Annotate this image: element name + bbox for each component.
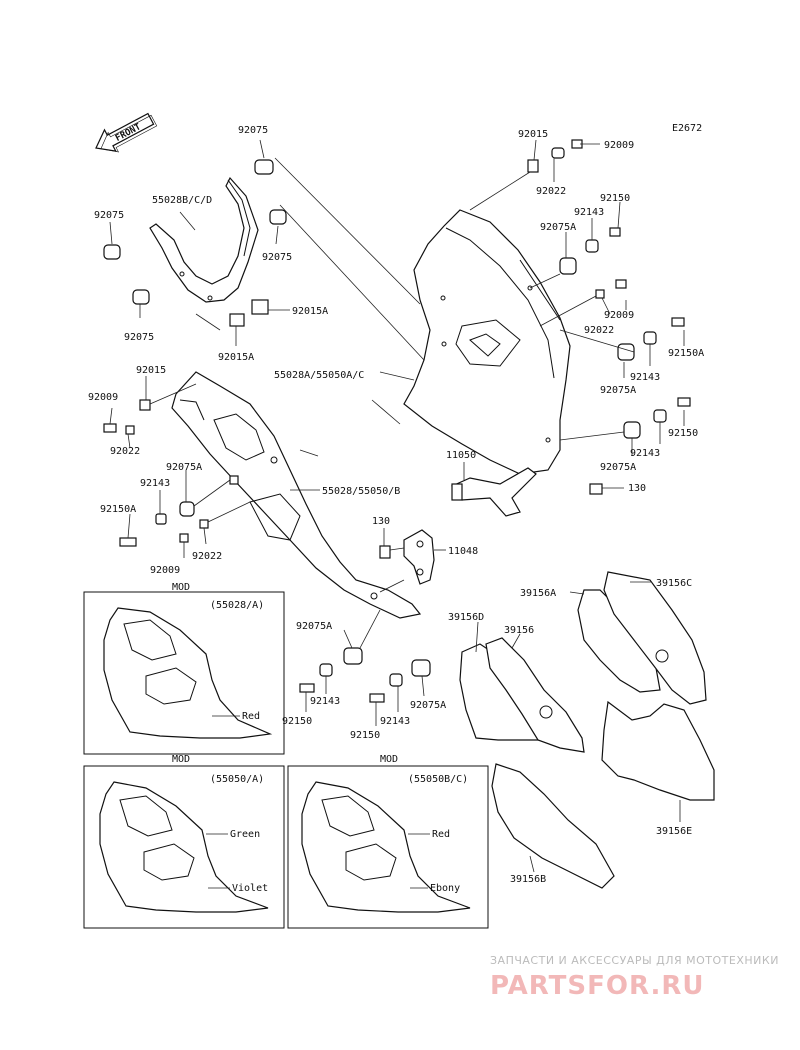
label-92075: 92075 <box>262 252 292 263</box>
label-92009: 92009 <box>88 392 118 403</box>
label-39156d: 39156D <box>448 612 484 623</box>
label-92150: 92150 <box>282 716 312 727</box>
pad-39156b-part <box>491 763 615 889</box>
label-92022: 92022 <box>584 325 614 336</box>
watermark-subtitle: ЗАПЧАСТИ И АКСЕССУАРЫ ДЛЯ МОТОТЕХНИКИ <box>490 954 779 967</box>
label-92015: 92015 <box>518 129 548 140</box>
label-92143: 92143 <box>140 478 170 489</box>
label-92075: 92075 <box>124 332 154 343</box>
label-92009: 92009 <box>150 565 180 576</box>
label-92150: 92150 <box>350 730 380 741</box>
inset-part-number: (55050/A) <box>210 774 264 785</box>
label-92075a: 92075A <box>540 222 576 233</box>
inset-part-number: (55050B/C) <box>408 774 468 785</box>
label-92150a: 92150A <box>100 504 136 515</box>
leader-lines <box>109 376 446 593</box>
label-92150: 92150 <box>600 193 630 204</box>
label-55028a: 55028A/55050A/C <box>274 370 364 381</box>
inset-mod-label: MOD <box>380 754 398 765</box>
pad-39156-part <box>485 637 585 753</box>
inset-part-number: (55028/A) <box>210 600 264 611</box>
inner-cowl-part <box>149 176 259 303</box>
watermark-brand: PARTSFOR.RU <box>490 971 704 1001</box>
label-92075: 92075 <box>238 125 268 136</box>
label-92075a: 92075A <box>296 621 332 632</box>
leader-lines <box>109 139 425 361</box>
inset-mod-label: MOD <box>172 582 190 593</box>
label-39156: 39156 <box>504 625 534 636</box>
label-39156b: 39156B <box>510 874 546 885</box>
inset-55050bc: MOD (55050B/C) Red Ebony <box>287 754 489 929</box>
label-92015a: 92015A <box>292 306 328 317</box>
inset-color-label: Ebony <box>430 883 460 894</box>
label-92143: 92143 <box>310 696 340 707</box>
leader-lines <box>371 139 685 489</box>
inset-color-label: Violet <box>232 883 268 894</box>
grommet-icon <box>103 159 287 305</box>
bolt-icon <box>103 399 391 559</box>
label-92009: 92009 <box>604 140 634 151</box>
inset-color-label: Red <box>432 829 450 840</box>
bolt-icon <box>527 139 691 495</box>
front-arrow-icon: FRONT <box>95 112 158 153</box>
label-92075a: 92075A <box>600 385 636 396</box>
pad-39156e-part <box>601 700 715 801</box>
bracket-11048-part <box>403 529 435 585</box>
inset-color-label: Red <box>242 711 260 722</box>
label-55028: 55028/55050/B <box>322 486 400 497</box>
label-130: 130 <box>628 483 646 494</box>
label-92143: 92143 <box>630 448 660 459</box>
inset-55050a: MOD (55050/A) Green Violet <box>83 754 285 929</box>
side-panel-part <box>171 371 422 619</box>
label-92022: 92022 <box>536 186 566 197</box>
label-92022: 92022 <box>192 551 222 562</box>
label-39156e: 39156E <box>656 826 692 837</box>
leader-lines <box>475 581 681 873</box>
pad-39156c-part <box>603 571 707 705</box>
label-55028bcd: 55028B/C/D <box>152 195 212 206</box>
label-92150: 92150 <box>668 428 698 439</box>
label-92075: 92075 <box>94 210 124 221</box>
label-92022: 92022 <box>110 446 140 457</box>
label-92075a: 92075A <box>166 462 202 473</box>
label-92015a: 92015A <box>218 352 254 363</box>
label-92075a: 92075A <box>600 462 636 473</box>
watermark: ЗАПЧАСТИ И АКСЕССУАРЫ ДЛЯ МОТОТЕХНИКИ PA… <box>490 954 779 1001</box>
inset-mod-label: MOD <box>172 754 190 765</box>
label-39156c: 39156C <box>656 578 692 589</box>
main-fairing-part <box>403 209 571 475</box>
inset-55028a: MOD (55028/A) Red <box>83 582 285 755</box>
bracket-11050-part <box>451 467 537 517</box>
label-92009: 92009 <box>604 310 634 321</box>
clip-icon <box>229 299 269 327</box>
bolt-icon <box>299 647 431 703</box>
label-92143: 92143 <box>574 207 604 218</box>
label-11050: 11050 <box>446 450 476 461</box>
label-11048: 11048 <box>448 546 478 557</box>
label-92143: 92143 <box>630 372 660 383</box>
label-92143: 92143 <box>380 716 410 727</box>
label-39156a: 39156A <box>520 588 556 599</box>
inset-color-label: Green <box>230 829 260 840</box>
diagram-code: E2672 <box>672 123 702 134</box>
label-130: 130 <box>372 516 390 527</box>
label-92015: 92015 <box>136 365 166 376</box>
leader-lines <box>305 609 425 726</box>
label-92075a: 92075A <box>410 700 446 711</box>
label-92150a: 92150A <box>668 348 704 359</box>
